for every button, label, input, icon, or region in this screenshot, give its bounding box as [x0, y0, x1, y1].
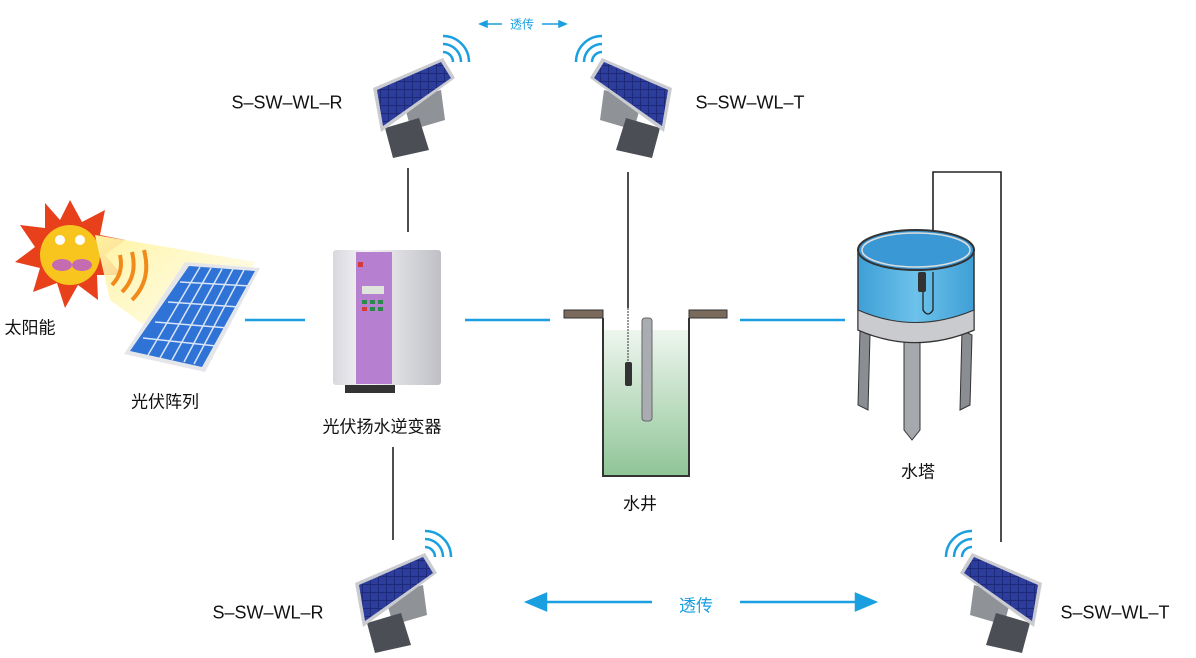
- submersible-pump: [641, 317, 653, 422]
- label-pv-array: 光伏阵列: [131, 392, 199, 413]
- sensor-top-left: [371, 34, 471, 160]
- label-water-tower: 水塔: [901, 462, 935, 483]
- label-transmit-bottom: 透传: [679, 596, 713, 617]
- label-inverter: 光伏扬水逆变器: [322, 417, 442, 438]
- inverter-device: [333, 250, 441, 393]
- transmit-arrow-top: [478, 19, 568, 29]
- label-sensor-top-right: S–SW–WL–T: [695, 92, 805, 113]
- pv-array-panel: [124, 262, 260, 372]
- label-sun: 太阳能: [4, 318, 56, 339]
- sensor-top-right: [574, 34, 674, 160]
- label-transmit-top: 透传: [509, 17, 535, 32]
- label-well: 水井: [623, 494, 657, 515]
- radiation-waves-icon: [110, 249, 149, 302]
- well: [563, 308, 728, 477]
- label-sensor-top-left: S–SW–WL–R: [231, 92, 343, 113]
- water-tower: [857, 229, 975, 441]
- label-sensor-bottom-left: S–SW–WL–R: [212, 602, 324, 623]
- label-sensor-bottom-right: S–SW–WL–T: [1060, 602, 1170, 623]
- sensor-bottom-right: [944, 529, 1044, 655]
- transmit-arrow-bottom: [523, 592, 879, 612]
- level-sensor-probe: [625, 362, 632, 386]
- sun-icon: [15, 200, 125, 308]
- sensor-bottom-left: [353, 529, 453, 655]
- tower-level-probe: [918, 272, 926, 292]
